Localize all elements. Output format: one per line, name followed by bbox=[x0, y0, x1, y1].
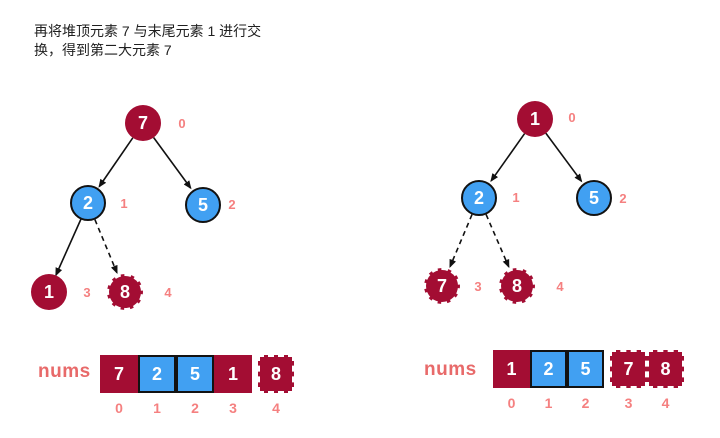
right-array-label: nums bbox=[424, 359, 477, 380]
left-array-index-0: 0 bbox=[115, 400, 123, 416]
edge-7-5 bbox=[152, 137, 192, 190]
edge-7-2 bbox=[98, 137, 134, 188]
left-array-index-4: 4 bbox=[272, 400, 280, 416]
right-array-index-0: 0 bbox=[507, 395, 516, 411]
right-array-index-1: 1 bbox=[544, 395, 553, 411]
left-tree-index-2: 2 bbox=[228, 197, 236, 212]
edge-2-8-dashed-right bbox=[485, 214, 510, 269]
right-tree-node-0: 1 bbox=[517, 101, 553, 137]
right-array-cell-1: 2 bbox=[530, 350, 567, 388]
right-array-cell-0: 1 bbox=[493, 350, 530, 388]
right-array-index-3: 3 bbox=[624, 395, 633, 411]
edge-1-5 bbox=[545, 132, 583, 183]
right-array-cell-2: 5 bbox=[567, 350, 604, 388]
right-tree-node-2: 5 bbox=[576, 180, 612, 216]
left-tree-index-3: 3 bbox=[83, 285, 91, 300]
left-array-cell-0: 7 bbox=[100, 355, 138, 393]
left-array-cell-4-detached: 8 bbox=[258, 355, 294, 393]
left-array-cell-1: 2 bbox=[138, 355, 176, 393]
edge-2-8-dashed bbox=[94, 219, 118, 274]
left-tree-node-3: 1 bbox=[31, 274, 67, 310]
right-tree-index-2: 2 bbox=[619, 191, 627, 206]
caption: 再将堆顶元素 7 与末尾元素 1 进行交 换，得到第二大元素 7 bbox=[34, 22, 334, 60]
left-tree-node-0: 7 bbox=[125, 105, 161, 141]
left-tree-index-0: 0 bbox=[178, 116, 186, 131]
right-array-index-4: 4 bbox=[661, 395, 670, 411]
right-tree-node-4: 8 bbox=[499, 268, 535, 304]
caption-line-2: 换，得到第二大元素 7 bbox=[34, 42, 172, 58]
right-array-index-2: 2 bbox=[581, 395, 590, 411]
left-tree-node-2: 5 bbox=[185, 187, 221, 223]
edge-1-2 bbox=[490, 133, 526, 183]
right-tree-index-4: 4 bbox=[556, 279, 564, 294]
left-tree-node-1: 2 bbox=[70, 185, 106, 221]
left-tree-index-1: 1 bbox=[120, 196, 128, 211]
left-array-index-3: 3 bbox=[229, 400, 237, 416]
right-tree-index-1: 1 bbox=[512, 190, 520, 205]
right-tree-node-1: 2 bbox=[461, 180, 497, 216]
left-array-cell-3: 1 bbox=[214, 355, 252, 393]
left-array-index-1: 1 bbox=[153, 400, 161, 416]
right-array-cell-3-detached: 7 bbox=[610, 350, 647, 388]
left-array-index-2: 2 bbox=[191, 400, 199, 416]
edge-2-7-dashed bbox=[449, 214, 473, 268]
caption-line-1: 再将堆顶元素 7 与末尾元素 1 进行交 bbox=[34, 23, 262, 39]
left-tree-index-4: 4 bbox=[164, 285, 172, 300]
right-tree-index-3: 3 bbox=[474, 279, 482, 294]
left-tree-node-4: 8 bbox=[107, 274, 143, 310]
right-tree-index-0: 0 bbox=[568, 110, 576, 125]
right-tree-node-3: 7 bbox=[424, 268, 460, 304]
right-array-cell-4-detached: 8 bbox=[647, 350, 684, 388]
left-array-label: nums bbox=[38, 361, 91, 382]
edge-2-1 bbox=[55, 218, 82, 277]
left-array-cell-2: 5 bbox=[176, 355, 214, 393]
